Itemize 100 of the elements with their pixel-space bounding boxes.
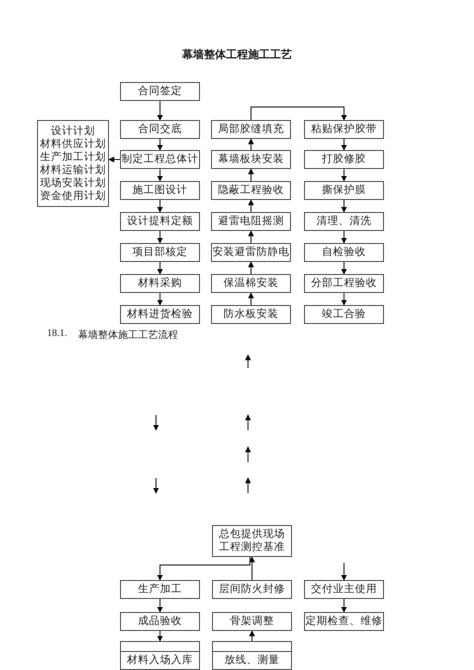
arrow — [249, 556, 255, 580]
plan-item: 生产加工计划 — [40, 150, 106, 164]
step-label: 隐蔽工程验收 — [218, 184, 284, 197]
step-label: 幕墙板块安装 — [218, 153, 284, 166]
process-box — [211, 212, 291, 231]
arrow — [248, 138, 254, 150]
process-box — [120, 274, 200, 293]
arrow — [248, 292, 254, 306]
section-number: 18.1. — [47, 328, 67, 339]
process-box — [211, 120, 291, 139]
arrow — [249, 630, 255, 642]
step-label: 交付业主使用 — [311, 583, 377, 596]
process-box — [304, 120, 384, 139]
plan-item: 材料运输计划 — [40, 164, 106, 176]
process-box — [212, 580, 292, 599]
arrow — [341, 168, 347, 182]
arrow — [157, 100, 163, 121]
arrow — [250, 106, 347, 121]
process-box — [120, 150, 200, 169]
arrow — [157, 168, 163, 182]
process-box — [120, 212, 200, 231]
step-label: 成品验收 — [138, 615, 182, 628]
arrow — [157, 598, 163, 613]
step-label: 放线、测量 — [224, 654, 280, 667]
process-box — [211, 181, 291, 200]
process-box — [304, 274, 384, 293]
process-box — [211, 274, 291, 293]
process-box — [211, 305, 291, 324]
step-label: 安装避雷防静电 — [212, 246, 290, 259]
process-box — [304, 212, 384, 231]
arrow — [157, 292, 163, 306]
step-label: 合同交底 — [138, 123, 182, 136]
arrow — [157, 200, 163, 213]
plan-item: 材料供应计划 — [40, 138, 106, 150]
arrow — [157, 262, 163, 275]
step-label: 避雷电阻摇测 — [218, 215, 284, 228]
partially-hidden-box — [212, 641, 292, 651]
step-label: 分部工程验收 — [311, 277, 377, 290]
step-label: 材料采购 — [138, 277, 182, 290]
process-box — [304, 305, 384, 324]
step-label: 清理、清洗 — [316, 215, 372, 228]
arrow — [341, 230, 347, 244]
step-label: 局部胶缝填充 — [218, 123, 284, 136]
step-label: 防水板安装 — [224, 308, 278, 321]
process-box — [211, 243, 291, 262]
process-box — [212, 525, 292, 557]
step-label: 竣工合验 — [322, 308, 366, 321]
arrow — [341, 562, 347, 581]
process-box — [211, 150, 291, 169]
plan-item: 现场安装计划 — [40, 176, 106, 190]
arrow — [248, 199, 254, 212]
step-label: 设计提料定额 — [127, 215, 193, 228]
process-box — [120, 120, 200, 139]
process-box — [120, 305, 200, 324]
process-box — [120, 243, 200, 262]
arrow — [341, 138, 347, 151]
arrow — [248, 261, 254, 274]
step-label: 总包提供现场工程测控基准 — [218, 528, 286, 554]
arrow — [341, 598, 347, 613]
step-label: 制定工程总体计 — [122, 153, 198, 166]
arrow — [157, 556, 250, 581]
plan-list-box — [37, 120, 109, 207]
arrow — [157, 230, 163, 244]
process-box — [120, 181, 200, 200]
step-label: 合同签定 — [138, 85, 182, 98]
step-label: 施工图设计 — [132, 184, 188, 197]
arrow — [157, 630, 163, 642]
step-label: 项目部核定 — [132, 246, 188, 259]
step-label: 层间防火封修 — [219, 583, 285, 596]
step-label: 材料进货检验 — [127, 308, 193, 321]
step-label: 撕保护膜 — [322, 184, 366, 197]
title: 幕墙整体工程施工工艺 — [181, 47, 293, 62]
arrow — [108, 156, 120, 162]
process-box — [304, 612, 384, 631]
arrow — [157, 138, 163, 151]
plan-item: 资金使用计划 — [40, 190, 106, 202]
step-label: 生产加工 — [138, 583, 182, 596]
step-label: 粘贴保护胶带 — [311, 123, 377, 136]
step-label: 骨架调整 — [230, 615, 274, 628]
step-label: 定期检查、维修 — [306, 615, 382, 628]
process-box — [212, 651, 292, 670]
step-label: 自检验收 — [322, 246, 366, 259]
process-box — [304, 243, 384, 262]
process-box — [120, 82, 200, 101]
process-box — [304, 150, 384, 169]
partially-hidden-box — [120, 641, 200, 651]
arrow — [248, 168, 254, 182]
process-box — [304, 580, 384, 599]
process-box — [120, 612, 200, 631]
arrow — [248, 230, 254, 244]
process-box — [304, 181, 384, 200]
process-box — [212, 612, 292, 631]
process-box — [120, 580, 200, 599]
arrow — [341, 262, 347, 275]
arrow — [341, 200, 347, 213]
step-label: 材料入场入库 — [127, 654, 193, 667]
process-box — [120, 651, 200, 670]
step-label: 打胶修胶 — [322, 153, 366, 166]
step-label: 保温棉安装 — [224, 277, 278, 290]
section-caption: 幕墙整体施工工艺流程 — [78, 328, 178, 342]
